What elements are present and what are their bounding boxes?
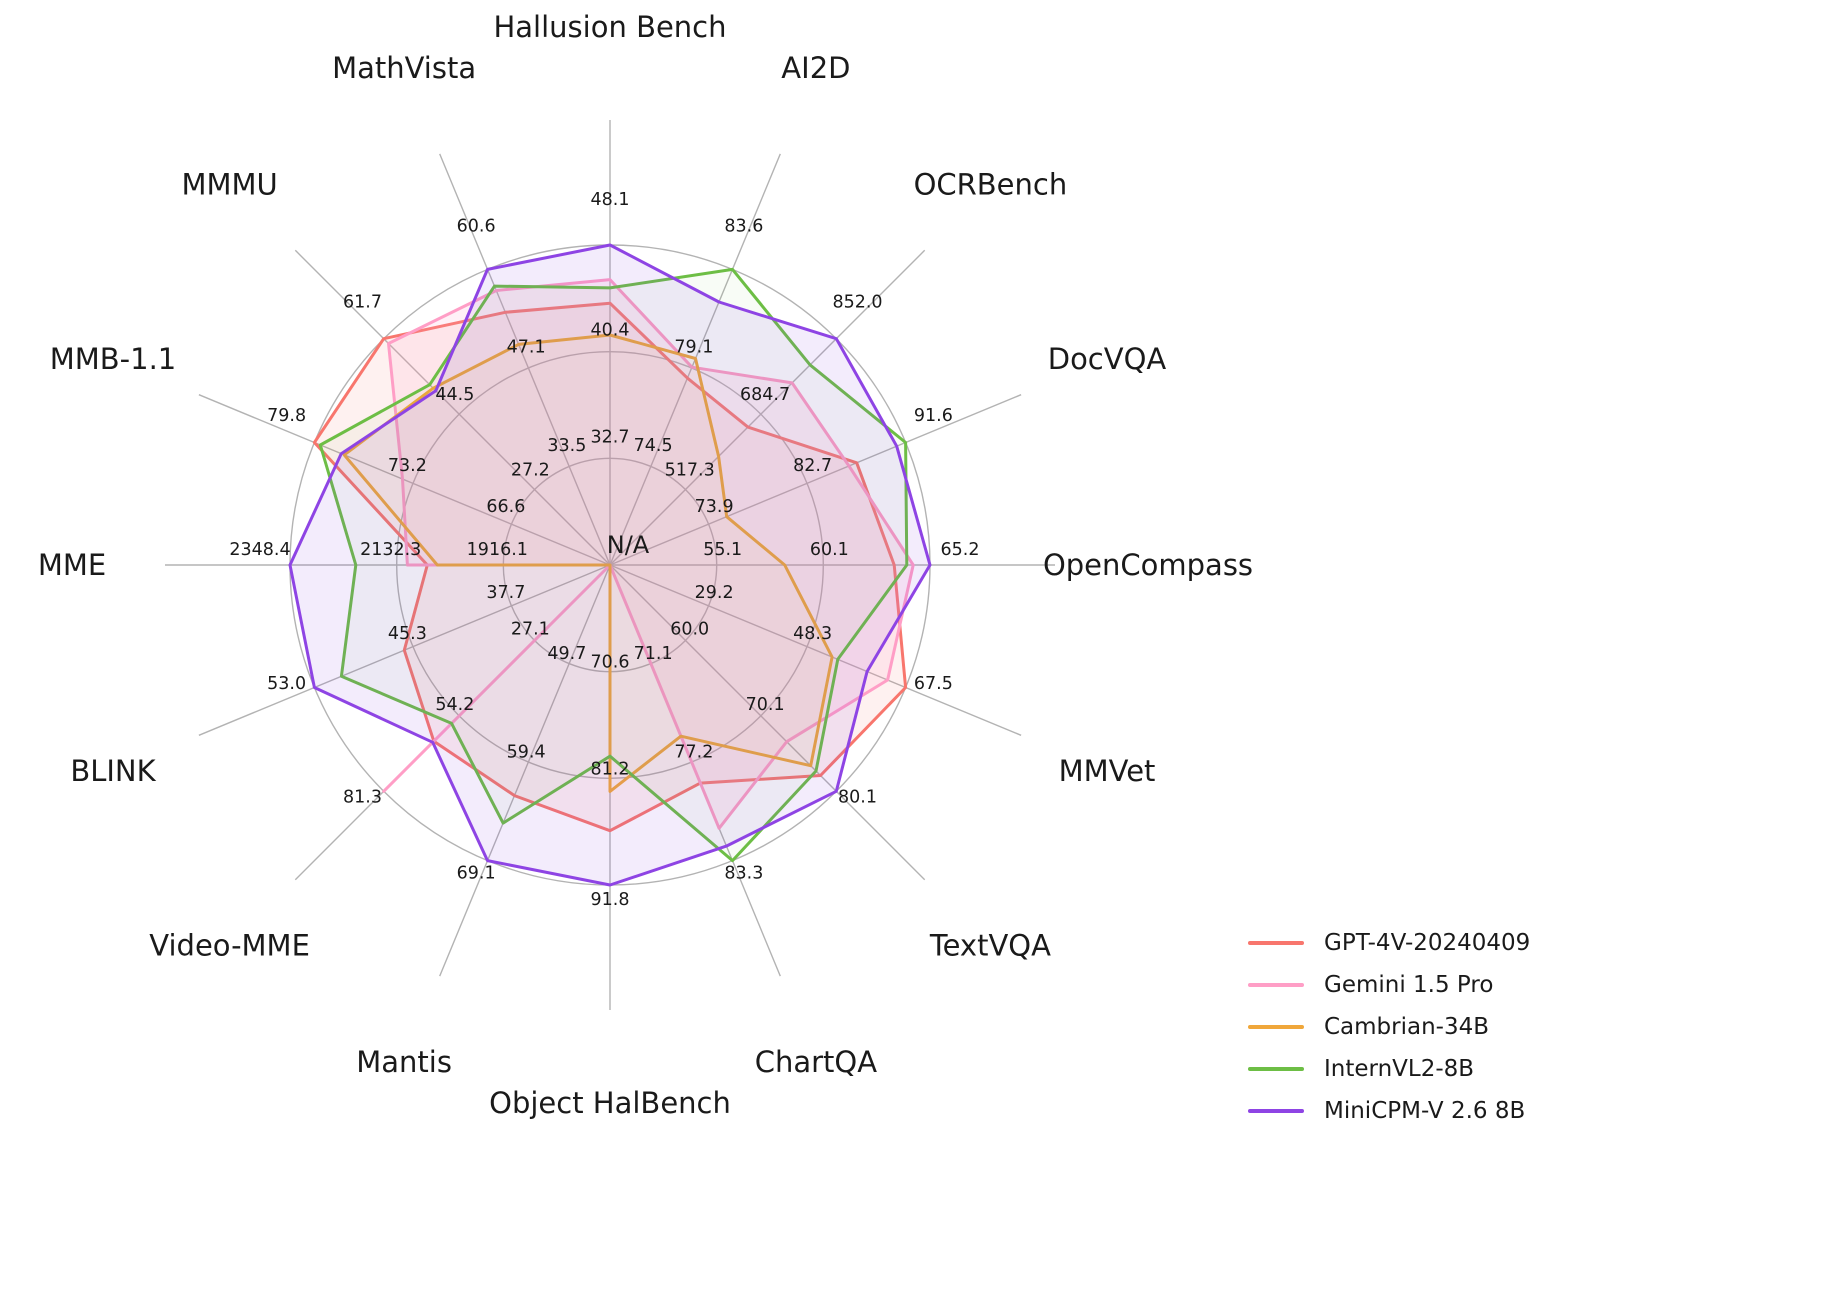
axis-tick-label-ocrbench: 517.3	[665, 460, 715, 480]
legend-line-swatch	[1248, 1067, 1304, 1071]
axis-label-mmvet: MMVet	[1059, 754, 1156, 788]
axis-tick-label-mmmu: 44.5	[435, 385, 474, 405]
axis-tick-label-hallusion-bench: 32.7	[591, 427, 630, 447]
axis-label-textvqa: TextVQA	[929, 928, 1051, 962]
axis-tick-label-video-mme: 54.2	[435, 695, 474, 715]
axis-label-mmb-1-1: MMB-1.1	[50, 342, 177, 376]
axis-tick-label-blink: 45.3	[388, 624, 427, 644]
legend-label: Gemini 1.5 Pro	[1324, 972, 1494, 998]
axis-label-mantis: Mantis	[356, 1045, 452, 1079]
series-polygon-gemini-1-5-pro	[382, 278, 915, 830]
legend-line-swatch	[1248, 1109, 1304, 1113]
axis-tick-label-ocrbench: 684.7	[740, 385, 790, 405]
axis-tick-label-chartqa: 83.3	[724, 863, 763, 883]
legend-label: Cambrian-34B	[1324, 1014, 1490, 1040]
axis-tick-label-ai2d: 79.1	[674, 337, 713, 357]
axis-tick-label-textvqa: 80.1	[838, 788, 877, 808]
legend-label: GPT-4V-20240409	[1324, 930, 1531, 956]
series-polygon-minicpm-v-2-6-8b	[288, 243, 932, 887]
axis-label-object-halbench: Object HalBench	[489, 1086, 731, 1120]
axis-label-opencompass: OpenCompass	[1043, 548, 1253, 582]
axis-tick-label-mmb-1-1: 73.2	[388, 456, 427, 476]
axis-tick-label-mmvet: 29.2	[695, 583, 734, 603]
radar-spoke	[609, 249, 926, 566]
axis-tick-label-docvqa: 91.6	[914, 406, 953, 426]
axis-tick-label-textvqa: 70.1	[746, 695, 785, 715]
legend-line-swatch	[1248, 983, 1304, 987]
axis-tick-label-ocrbench: 852.0	[832, 293, 882, 313]
legend-label: InternVL2-8B	[1324, 1056, 1475, 1082]
axis-tick-label-docvqa: 82.7	[793, 456, 832, 476]
axis-tick-label-hallusion-bench: 48.1	[591, 190, 630, 210]
axis-tick-label-object-halbench: 91.8	[591, 890, 630, 910]
legend-line-swatch	[1248, 941, 1304, 945]
radar-spoke	[294, 249, 611, 566]
axis-tick-label-object-halbench: 70.6	[591, 653, 630, 673]
axis-tick-label-mantis: 69.1	[457, 863, 496, 883]
axis-tick-label-video-mme: 27.1	[511, 620, 550, 640]
legend-item-cambrian-34b: Cambrian-34B	[1248, 1006, 1530, 1048]
radar-spoke	[439, 564, 611, 977]
series-polygon-internvl2-8b	[318, 267, 909, 863]
radar-spoke	[198, 394, 611, 566]
legend-item-gemini-1-5-pro: Gemini 1.5 Pro	[1248, 964, 1530, 1006]
legend-label: MiniCPM-V 2.6 8B	[1324, 1098, 1526, 1124]
axis-tick-label-mmb-1-1: 79.8	[267, 406, 306, 426]
radar-spoke	[609, 564, 1022, 736]
axis-tick-label-chartqa: 71.1	[634, 644, 673, 664]
series-polygon-cambrian-34b	[342, 333, 834, 793]
axis-tick-label-mmvet: 67.5	[914, 674, 953, 694]
axis-tick-label-mathvista: 60.6	[457, 217, 496, 237]
radar-spoke	[439, 153, 611, 566]
axis-tick-label-blink: 37.7	[486, 583, 525, 603]
legend-item-internvl2-8b: InternVL2-8B	[1248, 1048, 1530, 1090]
axis-label-hallusion-bench: Hallusion Bench	[493, 10, 726, 44]
axis-tick-label-mantis: 49.7	[547, 644, 586, 664]
axis-label-video-mme: Video-MME	[149, 928, 310, 962]
center-na-label: N/A	[607, 531, 650, 559]
axis-tick-label-object-halbench: 81.2	[591, 759, 630, 779]
axis-tick-label-mathvista: 33.5	[547, 436, 586, 456]
axis-label-ai2d: AI2D	[781, 51, 850, 85]
axis-tick-label-mmvet: 48.3	[793, 624, 832, 644]
axis-label-chartqa: ChartQA	[755, 1045, 878, 1079]
axis-tick-label-mmmu: 27.2	[511, 460, 550, 480]
legend-line-swatch	[1248, 1025, 1304, 1029]
axis-tick-label-chartqa: 77.2	[674, 743, 713, 763]
axis-tick-label-opencompass: 55.1	[703, 540, 742, 560]
axis-tick-label-hallusion-bench: 40.4	[591, 321, 630, 341]
axis-label-blink: BLINK	[70, 754, 156, 788]
axis-label-docvqa: DocVQA	[1048, 342, 1167, 376]
axis-tick-label-mme: 2132.3	[360, 540, 421, 560]
axis-label-mmmu: MMMU	[181, 168, 277, 202]
axis-tick-label-mathvista: 47.1	[507, 337, 546, 357]
axis-tick-label-blink: 53.0	[267, 674, 306, 694]
axis-tick-label-docvqa: 73.9	[695, 497, 734, 517]
axis-tick-label-video-mme: 81.3	[343, 788, 382, 808]
axis-tick-label-mme: 1916.1	[467, 540, 528, 560]
axis-tick-label-mme: 2348.4	[229, 540, 290, 560]
axis-tick-label-mmmu: 61.7	[343, 293, 382, 313]
axis-tick-label-ai2d: 83.6	[724, 217, 763, 237]
axis-label-ocrbench: OCRBench	[914, 168, 1068, 202]
axis-tick-label-textvqa: 60.0	[670, 620, 709, 640]
axis-label-mathvista: MathVista	[332, 51, 476, 85]
axis-tick-label-mmb-1-1: 66.6	[486, 497, 525, 517]
radar-spoke	[609, 564, 926, 881]
axis-tick-label-opencompass: 65.2	[941, 540, 980, 560]
axis-tick-label-opencompass: 60.1	[810, 540, 849, 560]
axis-tick-label-mantis: 59.4	[507, 743, 546, 763]
axis-tick-label-ai2d: 74.5	[634, 436, 673, 456]
legend-item-gpt-4v-20240409: GPT-4V-20240409	[1248, 922, 1530, 964]
radar-spoke	[609, 394, 1022, 566]
legend-item-minicpm-v-2-6-8b: MiniCPM-V 2.6 8B	[1248, 1090, 1530, 1132]
axis-label-mme: MME	[38, 548, 106, 582]
